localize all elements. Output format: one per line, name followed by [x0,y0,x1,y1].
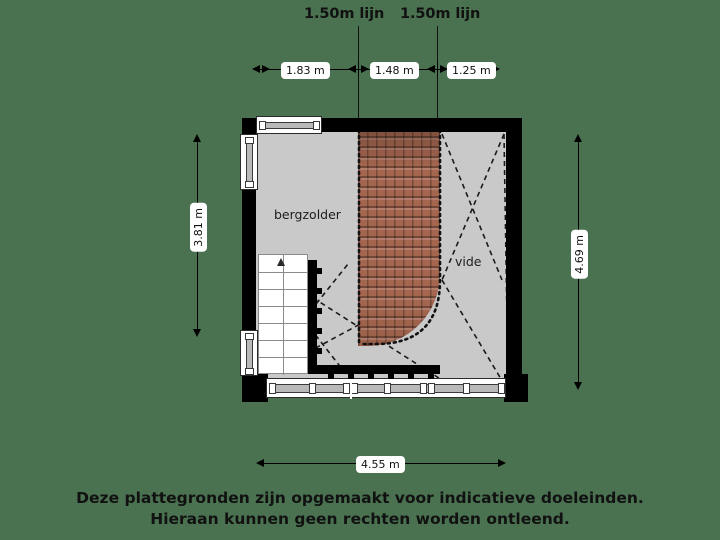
disclaimer-line-1: Deze plattegronden zijn opgemaakt voor i… [76,489,644,507]
landing-notch [368,374,374,379]
window-mullion [350,379,352,399]
room-label-vide: vide [455,254,482,269]
window-node [428,383,435,394]
window-node [269,383,276,394]
dimension-label-top-2: 1.48 m [370,62,419,79]
arrow-right-icon [440,65,448,73]
up-arrow-icon [277,258,285,266]
window-node [351,383,358,394]
window-node [309,383,316,394]
arrow-left-icon [427,65,435,73]
arrow-right-icon [498,459,506,467]
landing-notch [408,374,414,379]
window-node [245,333,254,340]
balustrade-notch [317,288,322,294]
arrow-right-icon [262,65,270,73]
top-dimension-tick-2 [437,62,438,77]
balustrade-notch [317,328,322,334]
window-node [245,368,254,375]
window-node [259,121,266,130]
landing-notch [348,374,354,379]
dimension-label-right: 4.69 m [571,230,588,279]
dimension-label-left: 3.81 m [190,203,207,252]
arrow-right-icon [492,65,500,73]
landing-notch [328,374,334,379]
top-dimension-tick-1 [358,62,359,77]
arrow-left-icon [252,65,260,73]
arrow-down-icon [574,382,582,390]
balustrade-notch [317,308,322,314]
window-node [498,383,505,394]
window-bottom-bank [266,378,506,399]
roof-shading [358,118,440,346]
window-node [245,181,254,188]
arrow-up-icon [574,134,582,142]
window-pane [246,139,253,187]
stair-run [258,254,308,375]
stair-centerline [283,255,284,375]
lijn-label-right: 1.50m lijn [400,6,481,22]
wall-right [506,118,522,396]
arrow-up-icon [193,134,201,142]
arrow-right-icon [361,65,369,73]
window-node [313,121,320,130]
disclaimer-line-2: Hieraan kunnen geen rechten worden ontle… [150,510,570,528]
arrow-left-icon [256,459,264,467]
wall-left-middle [242,188,256,332]
landing-notch [388,374,394,379]
balustrade-notch [317,348,322,354]
roof-tiles-icon [358,118,440,346]
window-node [343,383,350,394]
stair-landing-edge [308,365,440,374]
room-label-bergzolder: bergzolder [274,207,341,222]
window-pane [261,122,319,129]
roof-edge-dots [357,128,442,346]
window-left-upper [240,134,258,190]
window-node [463,383,470,394]
dimension-label-top-3: 1.25 m [447,62,496,79]
window-node [384,383,391,394]
window-top-left [256,116,322,134]
window-node [245,137,254,144]
lijn-label-left: 1.50m lijn [304,6,385,22]
wall-left-upper [242,118,256,134]
dimension-label-top-1: 1.83 m [281,62,330,79]
balustrade-notch [317,268,322,274]
roof-tile-pattern [358,118,440,346]
window-node [420,383,427,394]
floorplan-drawing: bergzolder vide [236,112,528,402]
stair-balustrade [308,260,317,374]
arrow-down-icon [193,329,201,337]
dimension-label-bottom: 4.55 m [356,456,405,473]
arrow-left-icon [348,65,356,73]
landing-notch [428,374,434,379]
window-left-lower [240,330,258,376]
wall-left-lower [242,374,256,402]
